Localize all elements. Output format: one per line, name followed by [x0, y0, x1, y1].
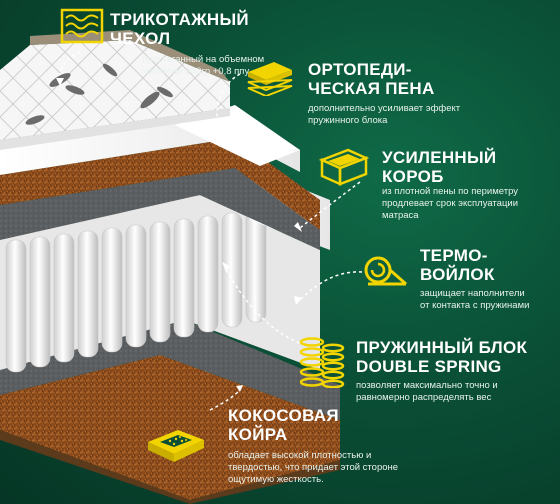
- spring-pocket: [245, 209, 267, 323]
- feature-coconut-coir-description: обладает высокой плотностью и твердостью…: [228, 450, 399, 485]
- feature-spring-block-description: позволяет максимально точно и равномерно…: [356, 380, 498, 403]
- reinforced-box-icon: [318, 146, 370, 193]
- spring-pocket: [77, 230, 99, 358]
- feature-cover-title: ТРИКОТАЖНЫЙ ЧЕХОЛ: [110, 10, 249, 48]
- feature-thermofelt-description: защищает наполнители от контакта с пружи…: [420, 288, 530, 311]
- feature-orthopedic-foam-description: дополнительно усиливает эффект пружинног…: [308, 103, 461, 126]
- coconut-coir-icon: [144, 424, 208, 473]
- spring-pocket: [149, 221, 171, 343]
- feature-coconut-coir-title: КОКОСОВАЯ КОЙРА: [228, 406, 339, 444]
- spring-pocket: [173, 218, 195, 338]
- spring-pocket: [197, 215, 219, 333]
- spring-pocket: [29, 236, 51, 368]
- spring-pocket: [221, 212, 243, 328]
- spring-pocket: [125, 224, 147, 348]
- feature-orthopedic-foam-title: ОРТОПЕДИ- ЧЕСКАЯ ПЕНА: [308, 60, 435, 98]
- feature-thermofelt-title: ТЕРМО- ВОЙЛОК: [420, 246, 495, 284]
- feature-cover-description: простеганный на объемном холлконе 250гр …: [142, 54, 265, 77]
- double-spring-icon: [298, 336, 346, 393]
- spring-pocket: [53, 233, 75, 363]
- felt-roll-icon: [364, 248, 410, 293]
- spring-pocket: [5, 239, 27, 373]
- knit-fabric-icon: [60, 8, 104, 49]
- foam-layers-icon: [244, 58, 296, 101]
- feature-reinforced-box-title: УСИЛЕННЫЙ КОРОБ: [382, 148, 497, 186]
- spring-pocket: [101, 227, 123, 353]
- feature-spring-block-title: ПРУЖИННЫЙ БЛОК DOUBLE SPRING: [356, 338, 528, 376]
- feature-reinforced-box-description: из плотной пены по периметру продлевает …: [382, 186, 519, 221]
